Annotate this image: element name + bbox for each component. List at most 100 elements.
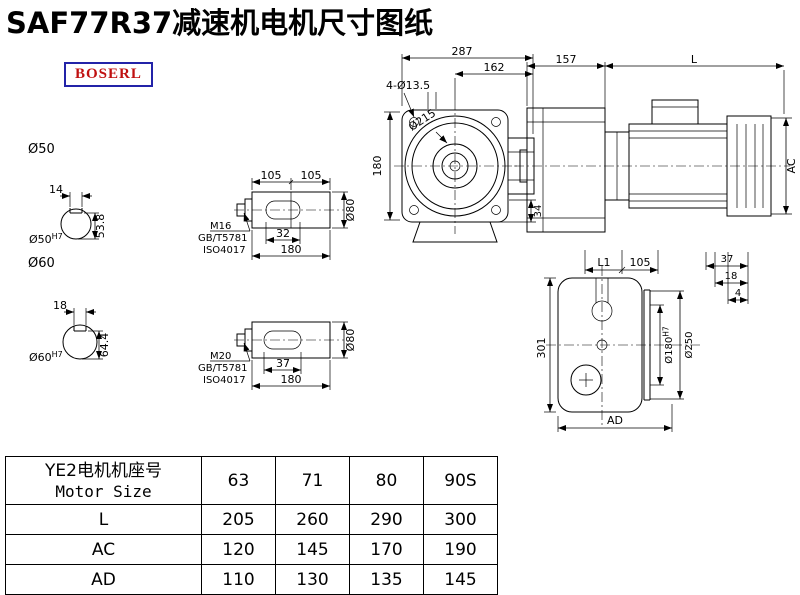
- shaft60-key-width-dim: 18: [53, 299, 67, 312]
- shaft60-bore-label: Ø60H7: [29, 350, 63, 364]
- dim-holes-4xd13-5: 4-Ø13.5: [386, 79, 430, 92]
- foot-bracket: [412, 221, 498, 243]
- size-col-80: 80: [349, 456, 424, 505]
- dim-dia80-a: Ø80: [344, 199, 357, 222]
- shaft50-height-dim: 53.8: [94, 214, 107, 239]
- bolt-head: [236, 203, 246, 217]
- dim-157: 157: [556, 53, 577, 66]
- value-cell: 260: [275, 504, 350, 535]
- dim-AD: AD: [607, 414, 623, 427]
- output-shaft-circle: [570, 364, 602, 396]
- hub-circle: [432, 143, 478, 189]
- dim-301: 301: [535, 338, 548, 359]
- bolt-spec-m16: M16: [210, 221, 231, 232]
- size-col-71: 71: [275, 456, 350, 505]
- row-label-L: L: [5, 504, 202, 535]
- dim-105-a: 105: [261, 169, 282, 182]
- flange-circle-outer: [404, 115, 506, 217]
- shaft50-circle: [60, 208, 92, 240]
- value-cell: 290: [349, 504, 424, 535]
- shaft-end-view-50: Ø50 14 53.8 Ø50H7: [28, 142, 107, 246]
- value-cell: 145: [275, 534, 350, 565]
- motor-size-header-cell: YE2电机机座号 Motor Size: [5, 456, 202, 505]
- size-col-90s: 90S: [423, 456, 498, 505]
- bolt-spec-m20: M20: [210, 351, 231, 362]
- dim-34: 34: [533, 205, 544, 218]
- value-cell: 145: [423, 564, 498, 595]
- dim-dia250: Ø250: [683, 332, 695, 359]
- table-row-L: L 205 260 290 300: [5, 504, 498, 535]
- input-shaft-m20-view: 37 180 Ø80 M20 GB/T5781 ISO4017: [198, 321, 357, 390]
- dim-162: 162: [484, 61, 505, 74]
- mounting-hole: [491, 117, 501, 127]
- dim-dia80-b: Ø80: [344, 329, 357, 352]
- center-hole: [596, 339, 608, 351]
- table-row-AC: AC 120 145 170 190: [5, 534, 498, 565]
- dim-180-b: 180: [281, 373, 302, 386]
- std-iso4017-a: ISO4017: [203, 245, 246, 256]
- shaft50-dia-label: Ø50: [28, 142, 55, 157]
- dim-37: 37: [721, 254, 734, 265]
- row-label-AD: AD: [5, 564, 202, 595]
- table-row-AD: AD 110 130 135 145: [5, 564, 498, 595]
- dim-dia180: Ø180H7: [662, 326, 676, 364]
- inspection-plug: [591, 300, 613, 322]
- shaft50-key-width-dim: 14: [49, 183, 63, 196]
- dim-287: 287: [452, 45, 473, 58]
- mounting-hole: [409, 205, 419, 215]
- table-header-row: YE2电机机座号 Motor Size 63 71 80 90S: [5, 456, 498, 505]
- dim-180-height: 180: [371, 156, 384, 177]
- keyway-slot: [263, 330, 302, 350]
- std-iso4017-b: ISO4017: [203, 375, 246, 386]
- dim-105-b: 105: [301, 169, 322, 182]
- housing-outline: [557, 277, 643, 413]
- gearmotor-side-view: 157 L AC: [514, 53, 798, 233]
- value-cell: 300: [423, 504, 498, 535]
- std-gb5781-a: GB/T5781: [198, 233, 248, 244]
- dim-105-c: 105: [630, 256, 651, 269]
- value-cell: 130: [275, 564, 350, 595]
- shaft60-dia-label: Ø60: [28, 256, 55, 271]
- dim-180-a: 180: [281, 243, 302, 256]
- std-gb5781-b: GB/T5781: [198, 363, 248, 374]
- size-col-63: 63: [201, 456, 276, 505]
- shaft50-bore-label: Ø50H7: [29, 232, 63, 246]
- value-cell: 135: [349, 564, 424, 595]
- mounting-hole: [491, 205, 501, 215]
- dim-32: 32: [276, 227, 290, 240]
- output-shaft-stub: [519, 149, 528, 183]
- dim-37-key: 37: [276, 357, 290, 370]
- keyway-slot: [265, 200, 301, 220]
- shaft-bore-circle: [441, 152, 469, 180]
- value-cell: 205: [201, 504, 276, 535]
- input-shaft-m16-view: 105 105 32 180 Ø80 M16 GB/T5781 ISO4017: [198, 169, 357, 260]
- motor-size-table: YE2电机机座号 Motor Size 63 71 80 90S L 205 2…: [5, 456, 498, 595]
- gearbox-front-view: 287 162 4-Ø13.5 Ø215 180 34: [371, 45, 544, 243]
- value-cell: 120: [201, 534, 276, 565]
- value-cell: 170: [349, 534, 424, 565]
- brand-logo: BOSERL: [64, 62, 153, 87]
- dim-L: L: [691, 53, 698, 66]
- motor-size-header-en: Motor Size: [55, 481, 152, 501]
- dim-18: 18: [725, 271, 738, 282]
- bolt-head: [236, 333, 246, 347]
- gearbox-output-view: L1 105 37 18 4 301 Ø180H7 Ø250 AD: [535, 250, 749, 432]
- flange-circle: [411, 122, 499, 210]
- row-label-AC: AC: [5, 534, 202, 565]
- shaft50-keyway: [69, 208, 83, 214]
- mounting-hole: [409, 117, 419, 127]
- shaft60-circle: [62, 324, 98, 360]
- center-hole: [449, 160, 461, 172]
- dim-L1: L1: [597, 256, 610, 269]
- technical-drawing: Ø50 14 53.8 Ø50H7 Ø60 18 64.4 Ø60H7: [28, 45, 798, 432]
- fan-cover: [726, 115, 772, 217]
- dim-dia215: Ø215: [406, 107, 438, 134]
- motor-size-header-cn: YE2电机机座号: [45, 460, 162, 481]
- shaft60-keyway: [73, 326, 87, 332]
- shaft-end-view-60: Ø60 18 64.4 Ø60H7: [28, 256, 111, 364]
- dim-AC: AC: [785, 158, 798, 173]
- dim-4: 4: [735, 288, 741, 299]
- value-cell: 110: [201, 564, 276, 595]
- terminal-box: [651, 99, 699, 125]
- page-title: SAF77R37减速机电机尺寸图纸: [6, 6, 434, 40]
